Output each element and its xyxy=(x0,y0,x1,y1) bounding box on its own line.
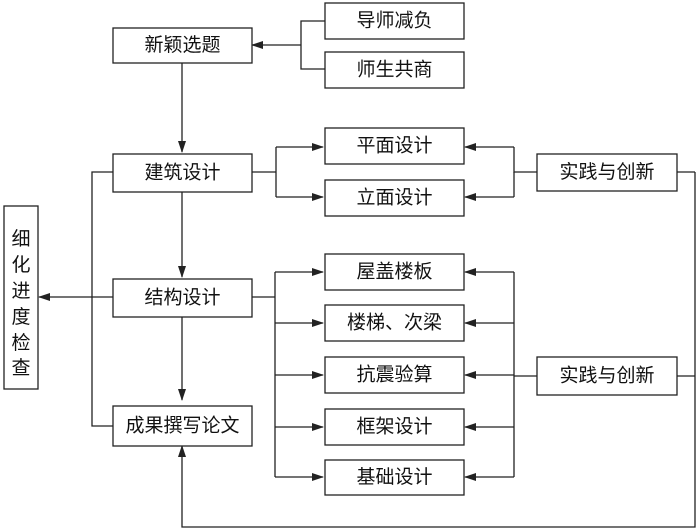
box-topic-selection: 新颖选题 xyxy=(112,27,253,64)
box-teacher-student-discussion: 师生共商 xyxy=(324,51,465,89)
connector-feedback-loop xyxy=(178,172,696,528)
box-mentor-relief-label: 导师减负 xyxy=(356,10,432,32)
box-mentor-relief: 导师减负 xyxy=(324,2,465,40)
progress-check-char-5: 检 xyxy=(11,332,30,354)
connector-practice-top-branch xyxy=(513,147,537,173)
progress-check-char-3: 进 xyxy=(11,280,30,302)
connectors xyxy=(38,20,696,528)
box-practice-innovation-bottom: 实践与创新 xyxy=(536,356,678,396)
box-frame-design-label: 框架设计 xyxy=(356,416,432,438)
box-foundation-design-label: 基础设计 xyxy=(356,466,432,488)
box-architectural-design: 建筑设计 xyxy=(112,153,253,193)
connector-left-bracket xyxy=(91,171,113,427)
progress-check-char-4: 度 xyxy=(11,306,30,328)
box-plan-design: 平面设计 xyxy=(324,127,465,165)
progress-check-char-1: 细 xyxy=(11,228,30,250)
box-architectural-design-label: 建筑设计 xyxy=(144,162,220,184)
connector-mentor-relief xyxy=(300,20,325,70)
box-stairs-secondary-beams-label: 楼梯、次梁 xyxy=(347,312,442,334)
box-plan-design-label: 平面设计 xyxy=(356,135,432,157)
box-seismic-check: 抗震验算 xyxy=(324,356,465,394)
box-roof-floor-slab: 屋盖楼板 xyxy=(324,253,465,291)
box-teacher-student-discussion-label: 师生共商 xyxy=(356,59,432,81)
box-practice-innovation-bottom-label: 实践与创新 xyxy=(559,365,654,387)
box-practice-innovation-top-label: 实践与创新 xyxy=(559,161,654,183)
box-seismic-check-label: 抗震验算 xyxy=(356,364,432,386)
box-thesis-writing-label: 成果撰写论文 xyxy=(125,415,239,437)
progress-check-char-6: 查 xyxy=(11,357,30,379)
box-frame-design: 框架设计 xyxy=(324,408,465,446)
box-practice-innovation-top: 实践与创新 xyxy=(536,153,678,192)
box-progress-check: 细 化 进 度 检 查 xyxy=(3,205,39,390)
box-elevation-design: 立面设计 xyxy=(324,179,465,217)
box-thesis-writing: 成果撰写论文 xyxy=(112,405,253,447)
box-structural-design: 结构设计 xyxy=(112,278,253,318)
box-topic-selection-label: 新颖选题 xyxy=(144,34,220,56)
box-foundation-design: 基础设计 xyxy=(324,459,465,496)
box-elevation-design-label: 立面设计 xyxy=(356,187,432,209)
box-structural-design-label: 结构设计 xyxy=(144,287,220,309)
box-stairs-secondary-beams: 楼梯、次梁 xyxy=(324,304,465,342)
progress-check-char-2: 化 xyxy=(11,254,30,276)
box-roof-floor-slab-label: 屋盖楼板 xyxy=(356,261,432,283)
